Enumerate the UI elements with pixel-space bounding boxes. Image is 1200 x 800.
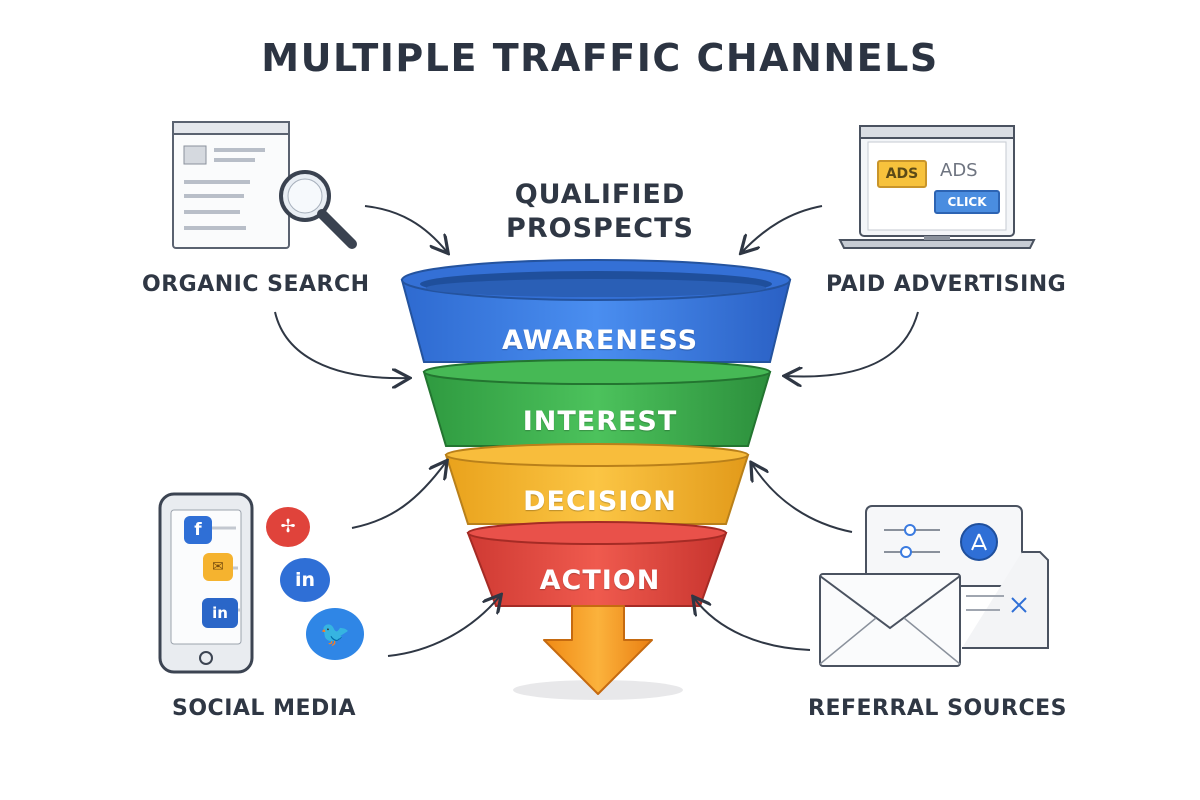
channel-label-referral-sources: REFERRAL SOURCES	[808, 696, 1067, 721]
arrow-down-icon	[543, 605, 653, 695]
phone-screen-lines	[210, 526, 240, 612]
pinterest-icon: ✢	[266, 507, 310, 547]
arrow-organic-top	[364, 205, 447, 252]
funnel-stage-action	[466, 521, 728, 607]
funnel-label-interest: INTEREST	[522, 406, 678, 437]
ads-text: ADS	[940, 160, 978, 181]
arrow-referral-bottom	[694, 598, 811, 651]
linkedin-icon: in	[202, 598, 238, 628]
arrow-social-bottom	[387, 596, 500, 657]
funnel-label-decision: DECISION	[523, 486, 677, 517]
arrow-referral-top	[752, 464, 853, 533]
funnel-stage-decision	[444, 443, 750, 525]
arrow-social-top	[351, 462, 446, 529]
funnel-subtitle: QUALIFIED PROSPECTS	[506, 179, 694, 244]
diagram-title: MULTIPLE TRAFFIC CHANNELS	[261, 36, 939, 80]
channel-label-social-media: SOCIAL MEDIA	[172, 696, 356, 721]
linkedin-bubble-icon: in	[280, 558, 330, 602]
magnifier-icon	[279, 170, 357, 249]
arrow-paid-top	[742, 205, 823, 252]
laptop-icon	[838, 125, 1036, 249]
facebook-icon: f	[184, 516, 212, 544]
ads-badge: ADS	[877, 160, 927, 188]
profile-card-icon	[865, 505, 1049, 649]
channel-label-organic-search: ORGANIC SEARCH	[142, 272, 370, 297]
funnel-label-awareness: AWARENESS	[501, 325, 699, 356]
arrow-organic-bottom	[274, 311, 408, 378]
facebook-icon-glyph: f	[194, 520, 202, 540]
linkedin-bubble-glyph: in	[294, 569, 316, 591]
search-document-icon	[172, 121, 290, 249]
funnel-stage-awareness	[400, 259, 792, 363]
funnel-stage-interest	[422, 359, 772, 447]
linkedin-icon-glyph: in	[212, 604, 228, 622]
twitter-icon: 🐦	[306, 608, 364, 660]
arrow-paid-bottom	[786, 311, 919, 376]
click-button-graphic: CLICK	[934, 190, 1000, 214]
channel-label-paid-advertising: PAID ADVERTISING	[826, 272, 1067, 297]
email-badge-icon: ✉	[203, 553, 233, 581]
email-envelope-icon	[819, 573, 961, 667]
funnel-label-action: ACTION	[539, 565, 661, 596]
